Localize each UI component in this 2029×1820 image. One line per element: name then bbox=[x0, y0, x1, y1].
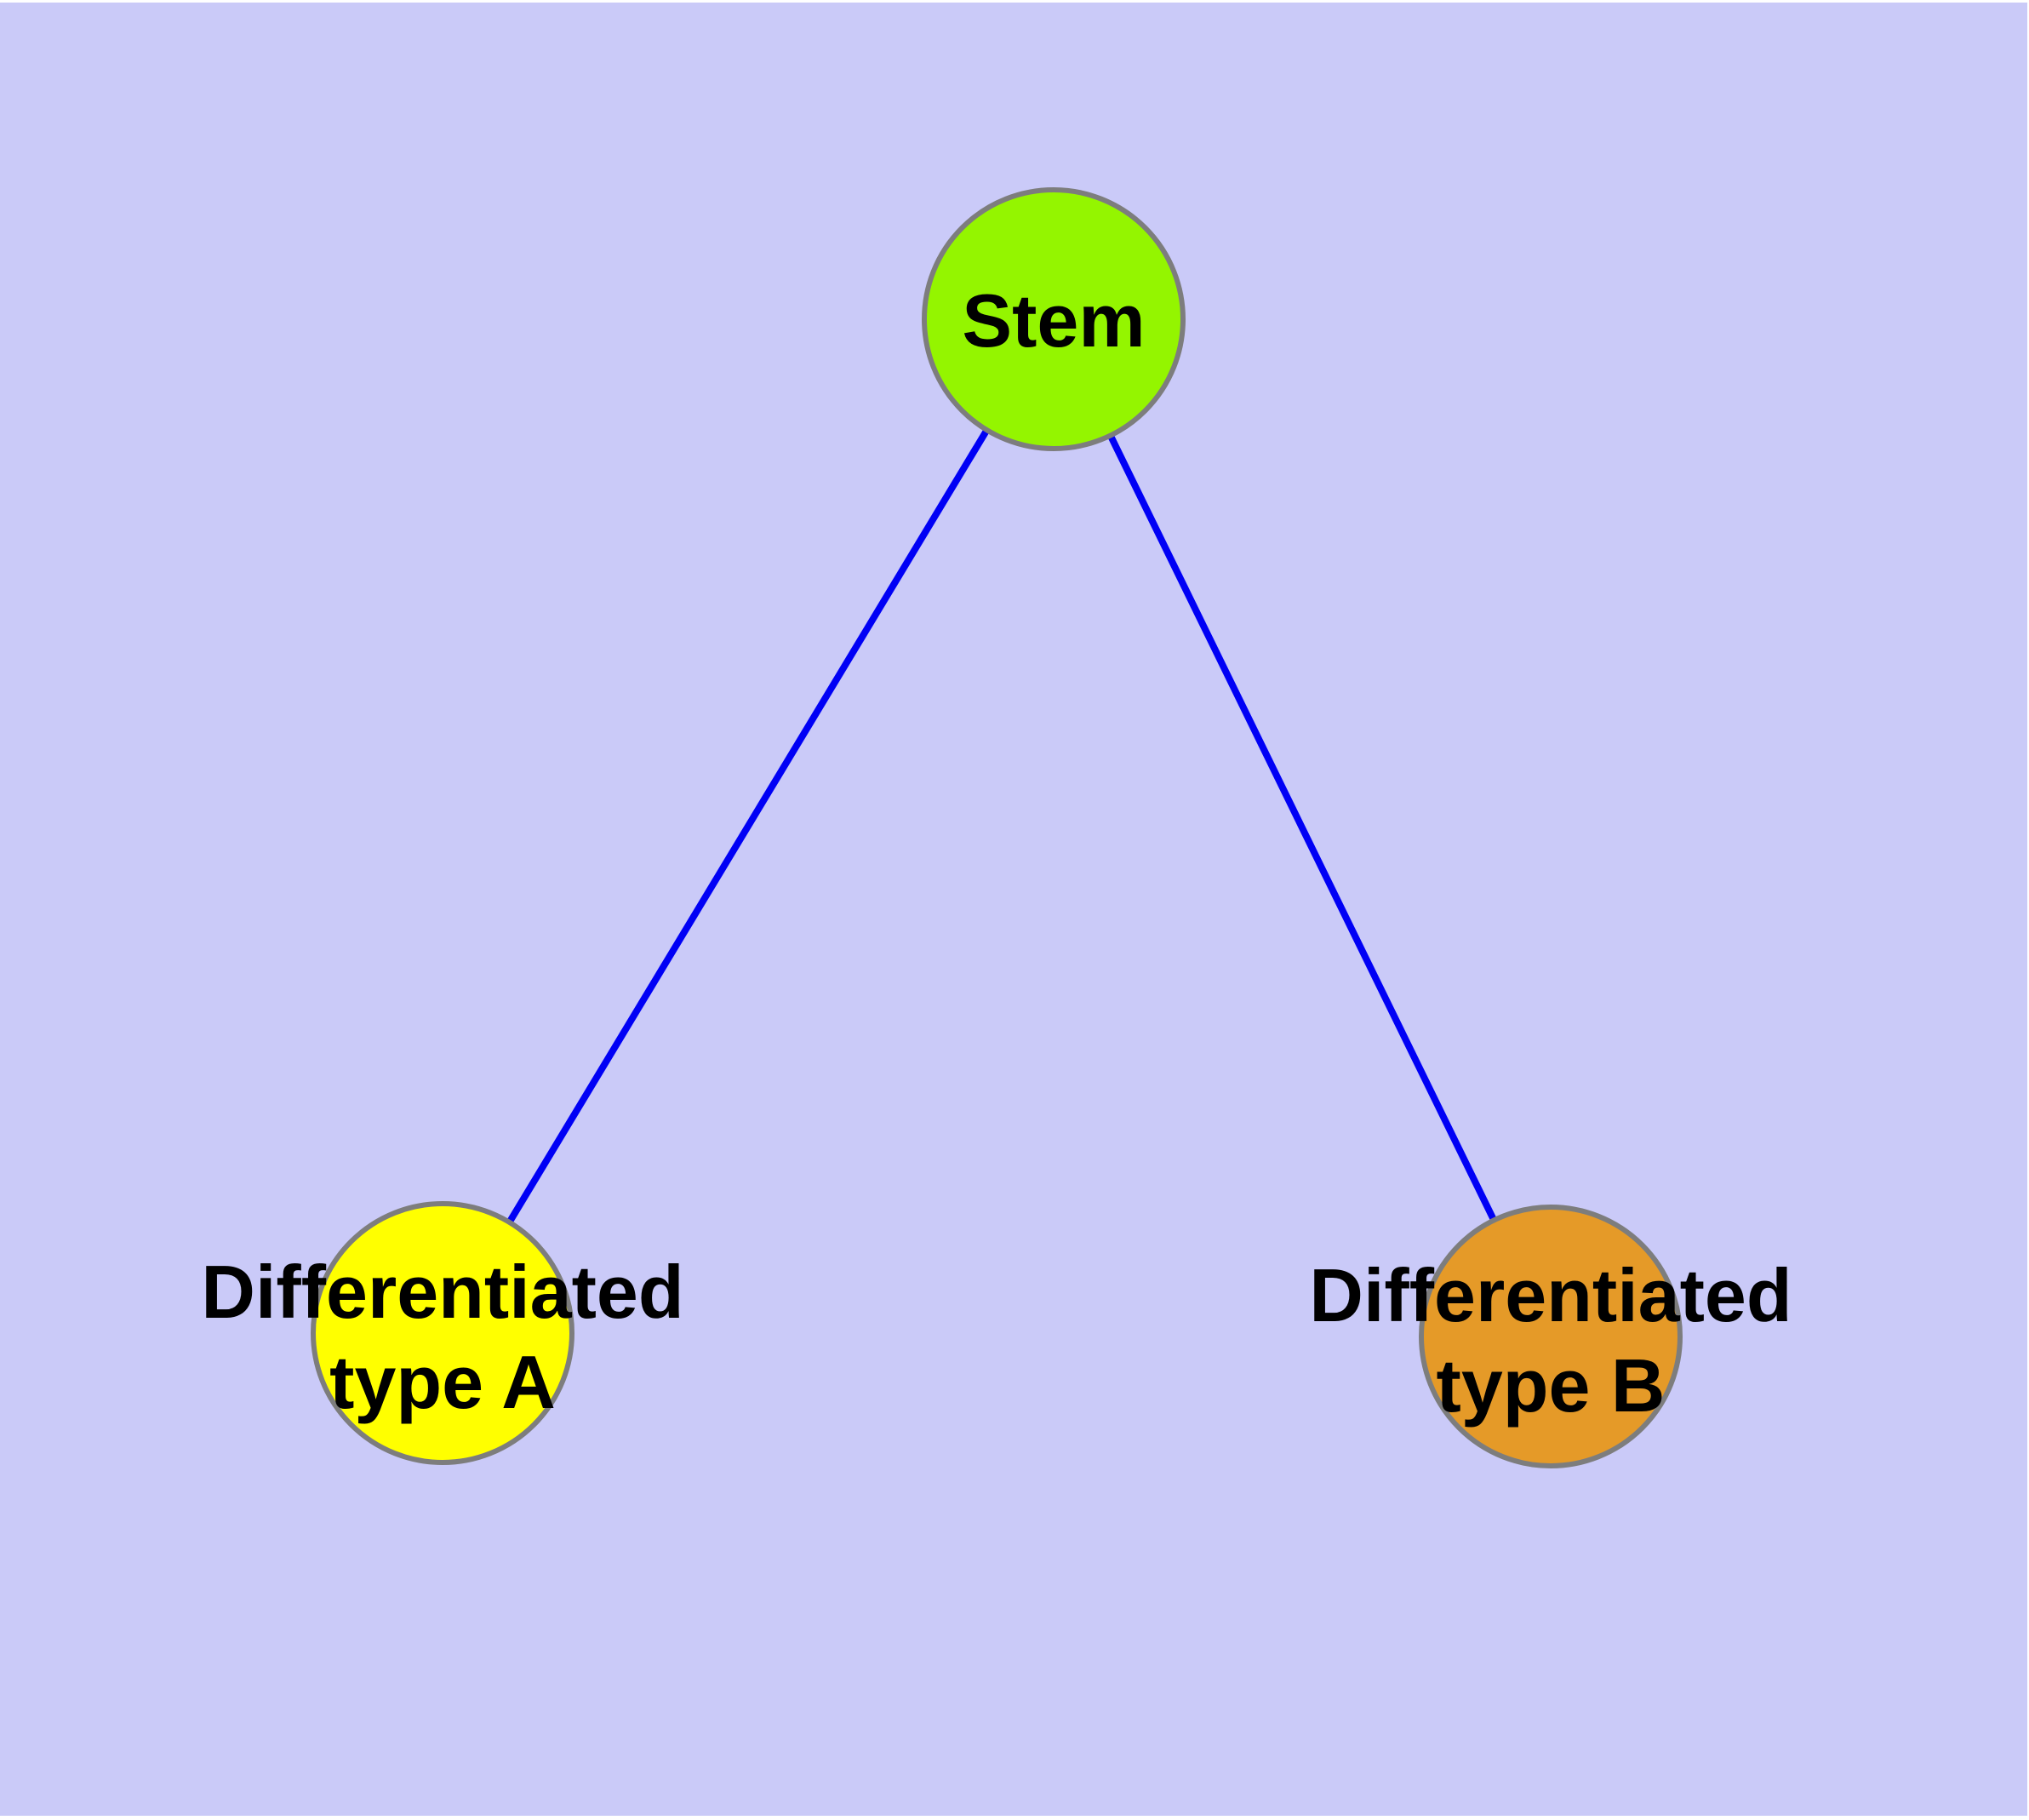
node-type-a: Differentiated type A bbox=[201, 1201, 684, 1465]
node-stem-circle bbox=[922, 187, 1186, 451]
node-type-b-label-line2: type B bbox=[1437, 1343, 1666, 1428]
node-stem: Stem bbox=[922, 187, 1186, 451]
node-stem-label: Stem bbox=[962, 278, 1145, 363]
edge-stem-to-type-a bbox=[439, 317, 1057, 1336]
node-type-b-circle bbox=[1419, 1205, 1683, 1468]
node-type-b: Differentiated type B bbox=[1309, 1205, 1792, 1468]
node-type-a-label-line1: Differentiated bbox=[201, 1250, 683, 1334]
node-type-a-label-line2: type A bbox=[329, 1340, 556, 1424]
edge-stem-to-type-b bbox=[1050, 318, 1554, 1338]
node-type-a-circle bbox=[311, 1201, 574, 1465]
node-type-b-label-line1: Differentiated bbox=[1309, 1253, 1792, 1337]
